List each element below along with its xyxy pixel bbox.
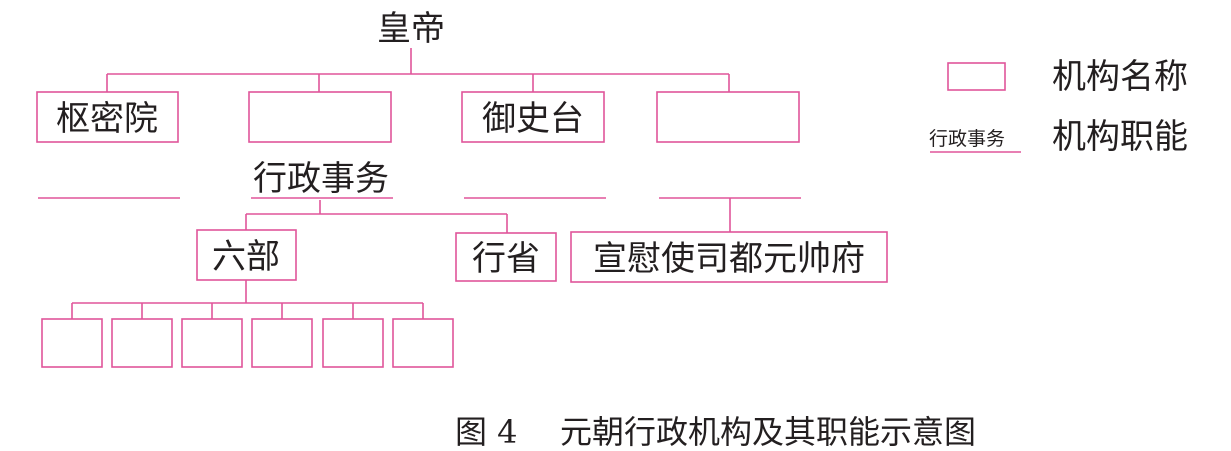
legend-name-label: 机构名称 (1052, 57, 1188, 97)
legend-box-swatch (947, 62, 1006, 91)
function-line-2: 行政事务 (251, 159, 393, 199)
root-connectors (106, 48, 730, 92)
level3-box-2 (111, 318, 173, 368)
level3-box-1 (41, 318, 103, 368)
level1-label-1: 枢密院 (56, 99, 158, 139)
level3-box-5 (322, 318, 384, 368)
level2-node-2: 行省 (455, 232, 557, 282)
level3-box-6 (392, 318, 454, 368)
level1-node-2 (248, 91, 392, 143)
level1-node-4 (656, 91, 800, 143)
level2-connectors (245, 198, 731, 233)
root-label: 皇帝 (377, 9, 445, 49)
level1-node-3: 御史台 (461, 91, 605, 143)
caption-title: 元朝行政机构及其职能示意图 (560, 413, 976, 451)
function-label-2: 行政事务 (253, 159, 389, 199)
legend-function-sample: 行政事务 (929, 128, 1005, 150)
level2-label-1: 六部 (212, 237, 280, 277)
level2-label-2: 行省 (472, 239, 540, 279)
level2-node-1: 六部 (196, 229, 297, 281)
caption-number: 图 4 (455, 413, 518, 451)
legend-function-label: 机构职能 (1052, 117, 1188, 157)
level1-label-3: 御史台 (482, 99, 584, 139)
level3-boxes (41, 318, 454, 368)
legend: 机构名称 行政事务 机构职能 (929, 57, 1188, 157)
level2-node-3: 宣慰使司都元帅府 (570, 231, 888, 283)
figure-caption: 图 4 元朝行政机构及其职能示意图 (455, 413, 976, 451)
level3-box-3 (181, 318, 243, 368)
level3-box-4 (251, 318, 313, 368)
level3-connectors (71, 280, 424, 319)
level2-label-3: 宣慰使司都元帅府 (593, 239, 865, 279)
level1-node-1: 枢密院 (36, 91, 179, 143)
